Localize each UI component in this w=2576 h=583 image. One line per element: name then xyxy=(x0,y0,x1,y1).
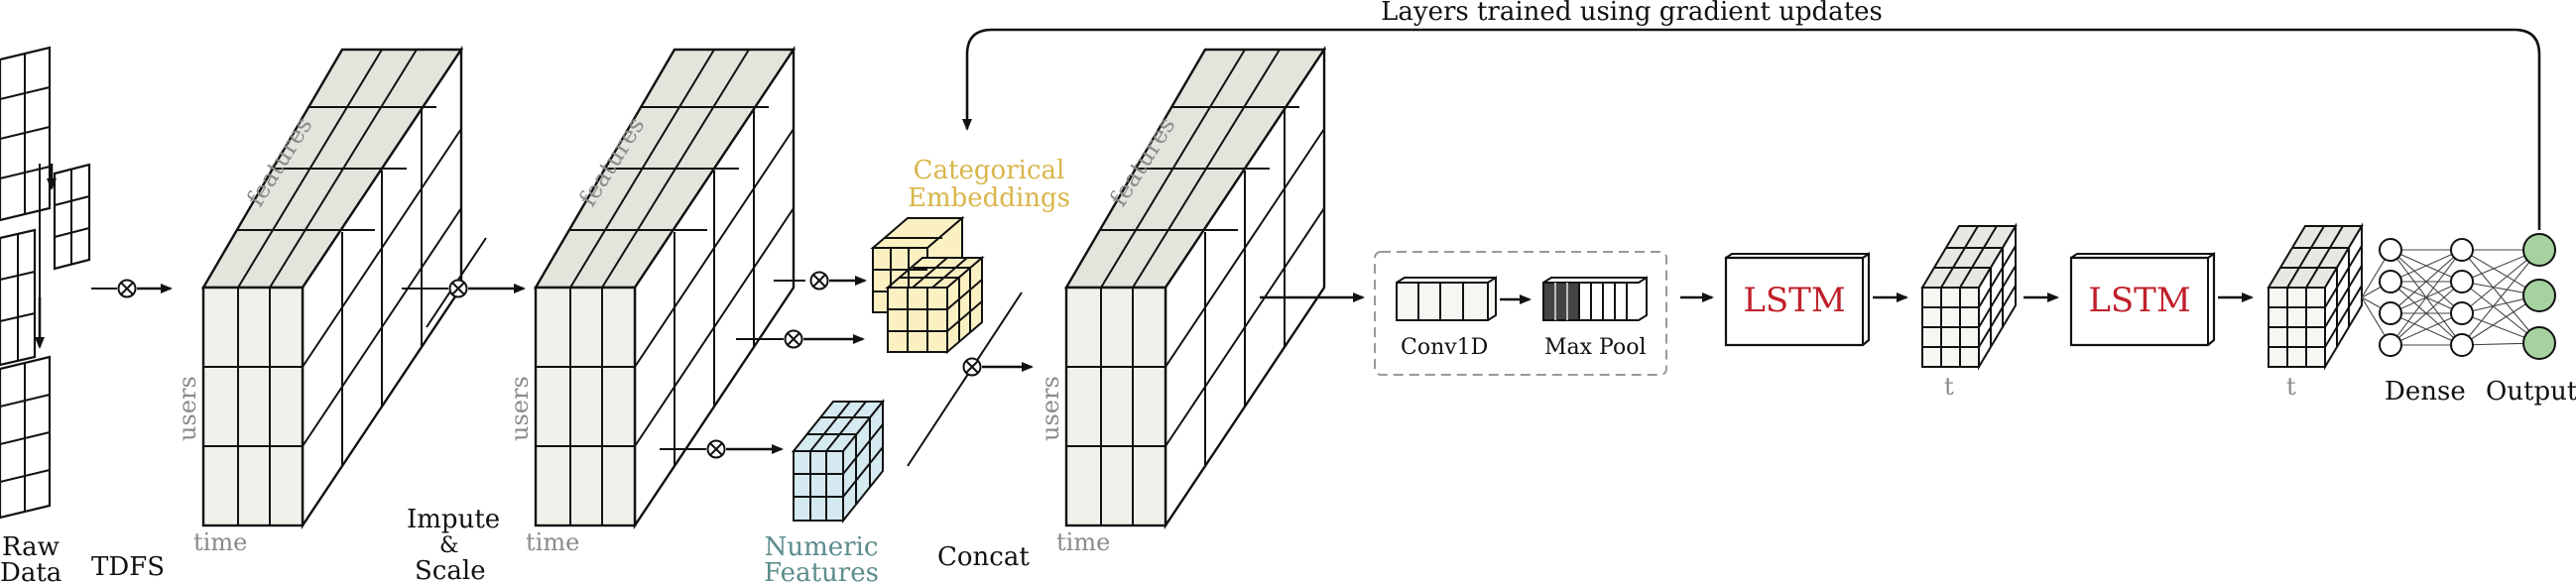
gradient-feedback-loop: Layers trained using gradient updates xyxy=(962,0,2541,230)
axis-time-1: time xyxy=(193,528,247,556)
tensor-block-2: features users time xyxy=(506,46,797,556)
categorical-label-2: Embeddings xyxy=(908,183,1070,213)
tensor-block-1: features users time xyxy=(174,46,464,556)
tensor-block-3: features users time xyxy=(1037,46,1327,556)
lstm-block-2: LSTM xyxy=(2069,251,2216,347)
sequence-tensor-1: t xyxy=(1920,222,2018,401)
axis-users-2: users xyxy=(506,376,534,441)
lstm-label-2: LSTM xyxy=(2088,281,2190,320)
seq-t-label-2: t xyxy=(2286,373,2296,401)
categorical-embeddings: Categorical Embeddings xyxy=(870,156,1070,355)
concat-operator: Concat xyxy=(907,292,1034,572)
dense-label: Dense xyxy=(2385,377,2466,407)
output-label: Output xyxy=(2486,377,2576,407)
impute-operator: Impute & Scale xyxy=(402,237,526,583)
raw-data-tiles: Raw Data xyxy=(0,46,91,583)
tdfs-label: TDFS xyxy=(91,552,165,582)
feedback-label: Layers trained using gradient updates xyxy=(1381,0,1883,27)
dense-network: Dense Output xyxy=(2361,233,2576,407)
axis-users-1: users xyxy=(174,376,201,441)
maxpool-label: Max Pool xyxy=(1544,335,1646,360)
numeric-label-1: Numeric xyxy=(765,532,879,562)
maxpool-block xyxy=(1542,276,1648,321)
axis-time-3: time xyxy=(1056,528,1110,556)
impute-label-3: Scale xyxy=(415,556,486,583)
conv1d-label: Conv1D xyxy=(1401,335,1488,360)
impute-label-2: & xyxy=(439,533,459,558)
axis-time-2: time xyxy=(526,528,579,556)
conv1d-block xyxy=(1396,276,1497,321)
output-nodes xyxy=(2522,233,2556,360)
seq-t-label-1: t xyxy=(1944,373,1954,401)
sequence-tensor-2: t xyxy=(2267,222,2364,401)
impute-label-1: Impute xyxy=(407,505,500,534)
numeric-features: Numeric Features xyxy=(764,399,886,583)
conv-pool-module: Conv1D Max Pool xyxy=(1374,251,1667,376)
lstm-label-1: LSTM xyxy=(1743,281,1845,320)
lstm-block-1: LSTM xyxy=(1724,251,1871,347)
categorical-label-1: Categorical xyxy=(914,156,1065,185)
split-operators xyxy=(660,271,867,459)
concat-label: Concat xyxy=(937,542,1030,572)
tdfs-operator: TDFS xyxy=(91,279,173,582)
axis-users-3: users xyxy=(1037,376,1064,441)
raw-data-label-2: Data xyxy=(0,558,61,583)
raw-data-label-1: Raw xyxy=(2,532,60,562)
numeric-label-2: Features xyxy=(764,558,879,583)
